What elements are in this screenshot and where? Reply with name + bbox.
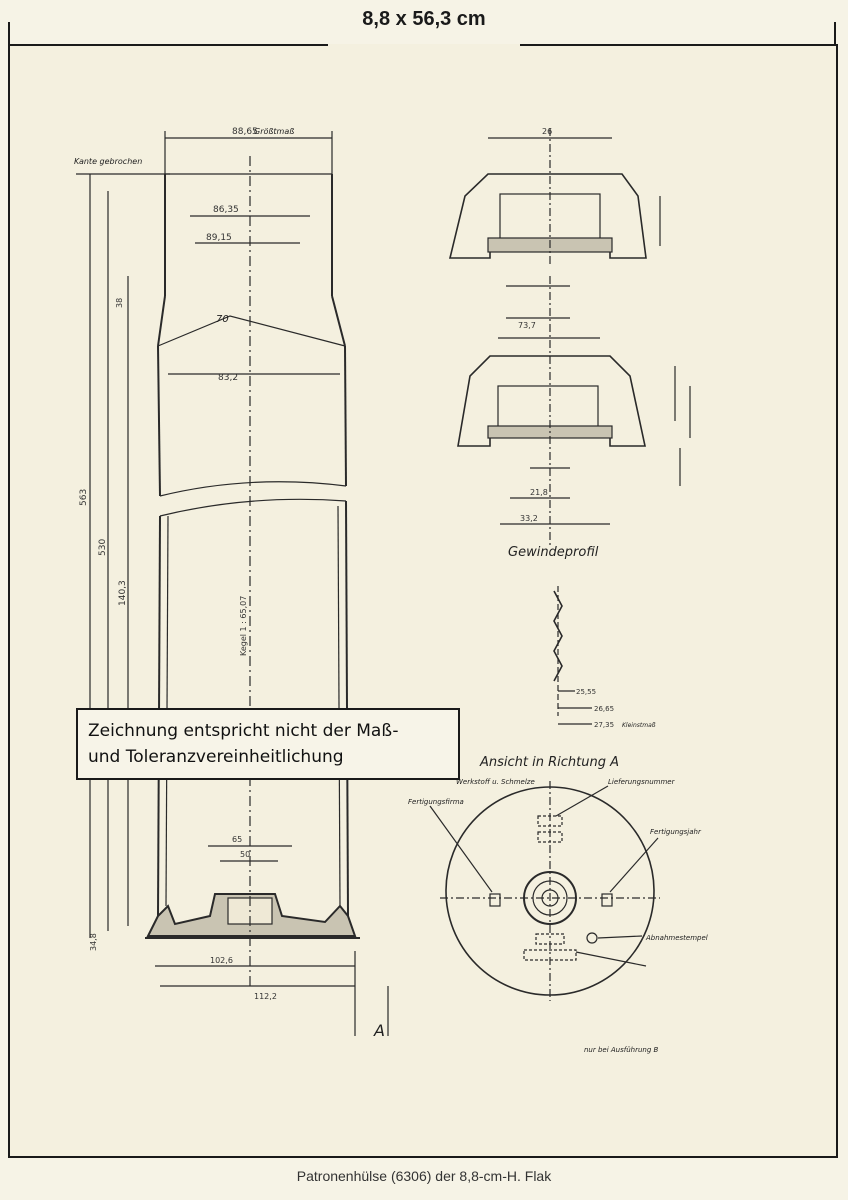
stamp-line-1: Zeichnung entspricht nicht der Maß-	[88, 721, 399, 741]
leader-lieferungsnummer	[555, 785, 609, 817]
thread-d2-label: 33,2	[520, 514, 538, 523]
case-inner-right	[337, 505, 341, 907]
fertigungsfirma-label: Fertigungsfirma	[408, 798, 464, 806]
view-arrow-label: A	[373, 1021, 385, 1040]
dim-rim-label: 102,6	[210, 956, 233, 965]
frame-top-edge-left	[8, 44, 328, 46]
case-break-bottom	[159, 498, 347, 517]
lieferungsnummer-label: Lieferungsnummer	[608, 778, 676, 786]
leader-mulde	[575, 951, 647, 967]
leader-abnahmestempel	[597, 935, 643, 939]
dim-shoulder-label: 89,15	[206, 233, 232, 243]
leader-fertigungsjahr	[609, 837, 659, 893]
gp-d1-label: 25,55	[576, 688, 596, 696]
frame-tick-right	[834, 22, 836, 44]
dim-top-label: 88,65	[232, 127, 258, 137]
dim-primer-label: 50	[240, 850, 250, 859]
dim-563-label: 563	[79, 489, 89, 506]
nur-bei-label: nur bei Ausführung B	[584, 1046, 659, 1054]
ansicht-label: Ansicht in Richtung A	[479, 755, 619, 770]
case-body-right-upper	[344, 345, 347, 487]
dim-70-label: 70	[216, 314, 229, 325]
thread-d3-label: 21,8	[530, 488, 548, 497]
page-title: 8,8 x 56,3 cm	[362, 8, 486, 30]
leader-fertigungsfirma	[429, 805, 493, 893]
abnahmestempel-label: Abnahmestempel	[645, 934, 708, 942]
werkstoff-label: Werkstoff u. Schmelze	[456, 778, 535, 786]
gp-d2-label: 26,65	[594, 705, 614, 713]
fertigungsjahr-label: Fertigungsjahr	[650, 828, 702, 836]
dim-body-label: 83,2	[218, 373, 238, 383]
groessmass-label: Größtmaß	[254, 127, 294, 136]
stamp-line-2: und Toleranzvereinheitlichung	[88, 747, 344, 767]
kante-gebrochen-label: Kante gebrochen	[74, 157, 142, 166]
technical-drawing: 88,65 Größtmaß Kante gebrochen 86,35 89,…	[74, 127, 708, 1054]
gp-d3-label: 27,35	[594, 721, 614, 729]
drawing-frame	[8, 44, 838, 1158]
figure-caption: Patronenhülse (6306) der 8,8-cm-H. Flak	[296, 1168, 552, 1184]
kegel-label: Kegel 1 : 65,07	[239, 596, 248, 656]
thread-top-label: 26	[542, 127, 552, 136]
tolerance-stamp: Zeichnung entspricht nicht der Maß- und …	[76, 708, 460, 780]
dim-140-label: 140,3	[118, 580, 128, 606]
case-body-left-upper	[157, 345, 161, 497]
case-shoulder-right	[331, 295, 346, 347]
case-break-top	[159, 481, 347, 497]
frame-top-edge-right	[520, 44, 836, 46]
dim-70-line	[157, 315, 346, 347]
thread-profile-zigzag	[553, 590, 563, 682]
base-view-mark-right	[601, 893, 613, 907]
thread-detail-2-insert	[497, 385, 599, 429]
dim-38-label: 38	[115, 298, 124, 308]
dim-pocket-label: 65	[232, 835, 242, 844]
kleinstmass-label: Kleinstmaß	[622, 722, 656, 729]
dim-530-label: 530	[98, 539, 108, 556]
dim-inner-top-label: 86,35	[213, 205, 239, 215]
thread-d1-label: 73,7	[518, 321, 536, 330]
frame-tick-left	[8, 22, 10, 44]
dim-base-height-label: 34,8	[89, 933, 98, 951]
thread-detail-1-insert	[499, 193, 601, 243]
gewindeprofil-label: Gewindeprofil	[508, 545, 599, 560]
base-view-mark-left	[489, 893, 501, 907]
case-shoulder-left	[157, 295, 166, 347]
dim-base-label: 112,2	[254, 992, 277, 1001]
